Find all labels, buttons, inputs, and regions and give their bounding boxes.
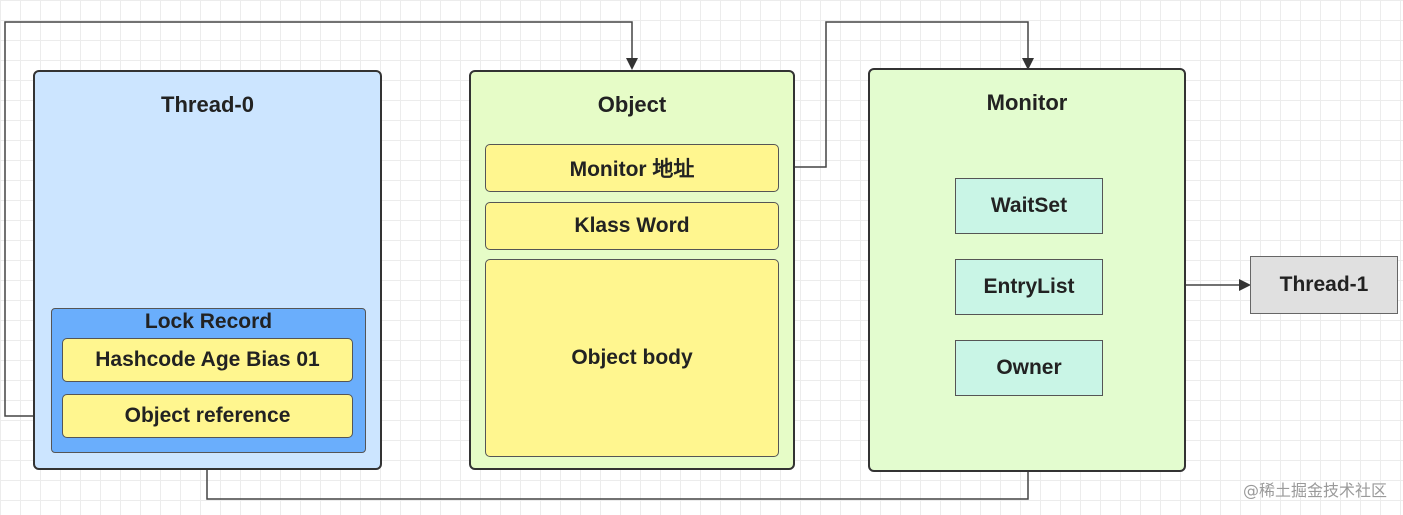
object-reference-cell: Object reference: [62, 394, 353, 438]
owner-cell: Owner: [955, 340, 1103, 396]
monitor-address-cell: Monitor 地址: [485, 144, 779, 192]
object-title: Object: [597, 92, 667, 117]
lock-record: Lock Record Hashcode Age Bias 01 Object …: [51, 308, 366, 453]
watermark-text: @稀土掘金技术社区: [1242, 481, 1387, 500]
hashcode-age-bias-cell: Hashcode Age Bias 01: [62, 338, 353, 382]
thread1-box: Thread-1: [1250, 256, 1398, 314]
object-panel: Object Monitor 地址 Klass Word Object body: [469, 70, 795, 470]
entrylist-cell: EntryList: [955, 259, 1103, 315]
thread0-title: Thread-0: [161, 92, 254, 117]
monitor-panel: Monitor WaitSet EntryList Owner: [868, 68, 1186, 472]
klass-word-cell: Klass Word: [485, 202, 779, 250]
thread0-panel: Thread-0 Lock Record Hashcode Age Bias 0…: [33, 70, 382, 470]
monitor-title: Monitor: [986, 90, 1068, 115]
lock-record-title: Lock Record: [144, 310, 273, 333]
object-reference-arrow: [4, 21, 638, 417]
object-body-cell: Object body: [485, 259, 779, 457]
monitor-address-arrow: [779, 21, 1034, 168]
waitset-cell: WaitSet: [955, 178, 1103, 234]
